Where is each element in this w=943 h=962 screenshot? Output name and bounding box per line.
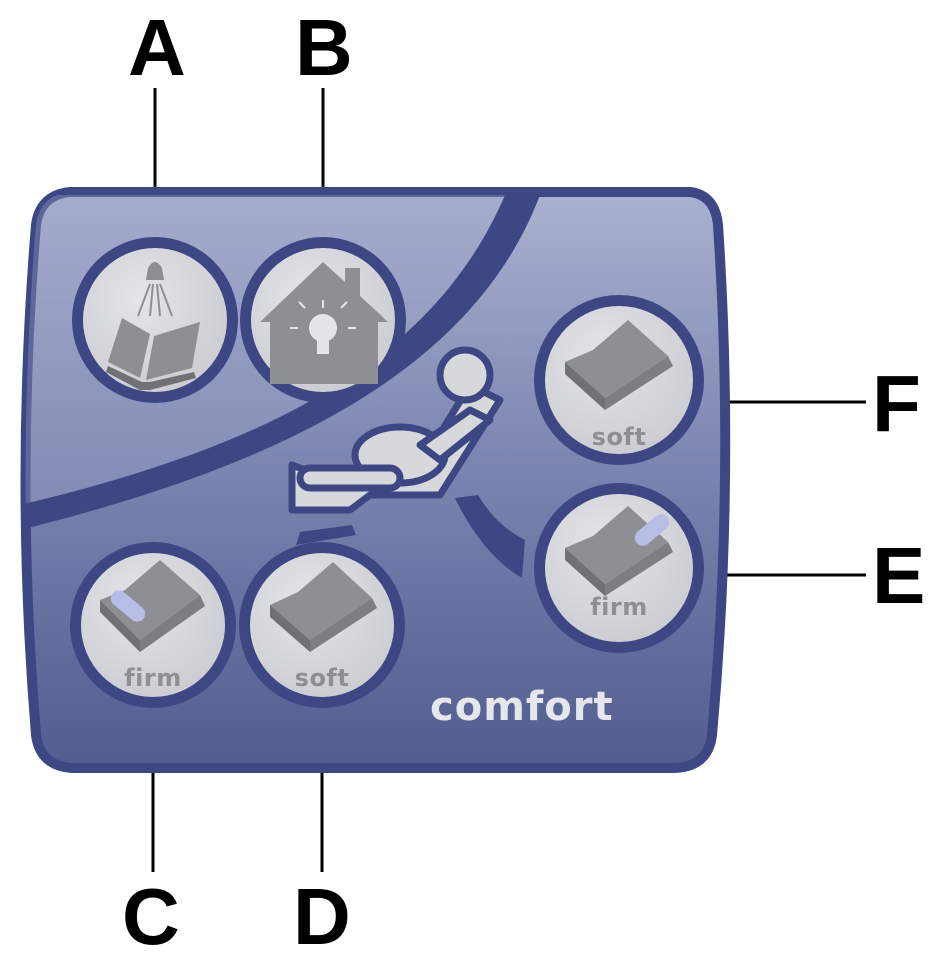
mattress-soft-icon — [565, 320, 673, 410]
callout-a: A — [128, 3, 186, 92]
callout-c: C — [122, 872, 180, 961]
reading-light-icon — [106, 262, 200, 390]
callout-e: E — [872, 531, 926, 620]
upper-soft-button[interactable] — [534, 295, 704, 465]
callout-f: F — [872, 359, 921, 448]
lower-firm-label: firm — [124, 664, 182, 692]
callout-b: B — [295, 3, 353, 92]
lower-soft-button[interactable] — [239, 542, 405, 708]
upper-firm-button[interactable] — [534, 483, 704, 653]
reclining-person-icon — [288, 346, 504, 514]
mattress-firm-icon — [100, 560, 205, 652]
reading-light-button[interactable] — [72, 237, 238, 403]
upper-firm-label: firm — [590, 593, 648, 621]
mattress-firm-icon — [565, 506, 673, 596]
callout-d: D — [293, 872, 351, 961]
mattress-soft-icon — [270, 562, 377, 652]
lower-soft-label: soft — [294, 664, 350, 692]
brand-wordmark: comfort — [430, 684, 614, 730]
lower-firm-button[interactable] — [70, 542, 236, 708]
house-light-icon — [260, 262, 388, 384]
upper-soft-label: soft — [591, 423, 647, 451]
house-light-button[interactable] — [240, 237, 406, 403]
